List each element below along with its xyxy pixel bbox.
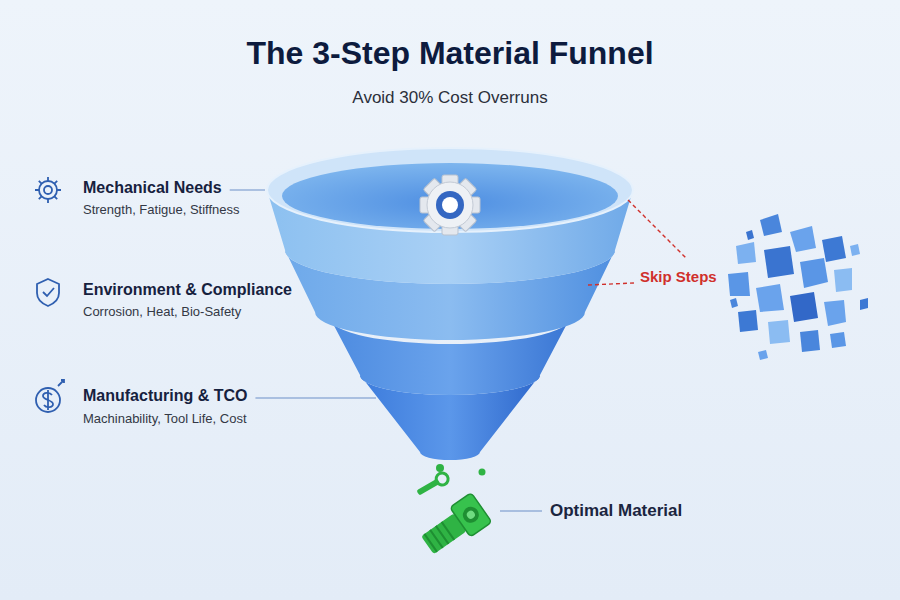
green-parts (415, 464, 492, 560)
step-detail: Machinability, Tool Life, Cost (83, 411, 247, 427)
dashed-line (588, 283, 634, 285)
step-heading: Mechanical Needs (83, 178, 222, 197)
step-detail: Strength, Fatigue, Stiffness (83, 202, 240, 218)
step-heading: Manufacturing & TCO (83, 386, 247, 405)
shield-icon (37, 279, 59, 306)
leader-line (500, 510, 542, 511)
step-heading: Environment & Compliance (83, 280, 292, 299)
result-label: Optimal Material (550, 501, 682, 521)
warning-label: Skip Steps (640, 268, 717, 286)
leader-line (255, 397, 376, 398)
shattered-fragments (728, 214, 868, 360)
title: The 3-Step Material Funnel (0, 34, 900, 72)
cost-icon (36, 380, 64, 412)
subtitle: Avoid 30% Cost Overruns (0, 88, 900, 108)
funnel-rim (267, 148, 633, 232)
funnel-opening (282, 163, 618, 229)
leader-line (230, 189, 265, 190)
gear-icon (420, 175, 480, 235)
gear-outline-icon (35, 177, 61, 203)
step-detail: Corrosion, Heat, Bio-Safety (83, 304, 241, 320)
dashed-line (628, 200, 686, 258)
